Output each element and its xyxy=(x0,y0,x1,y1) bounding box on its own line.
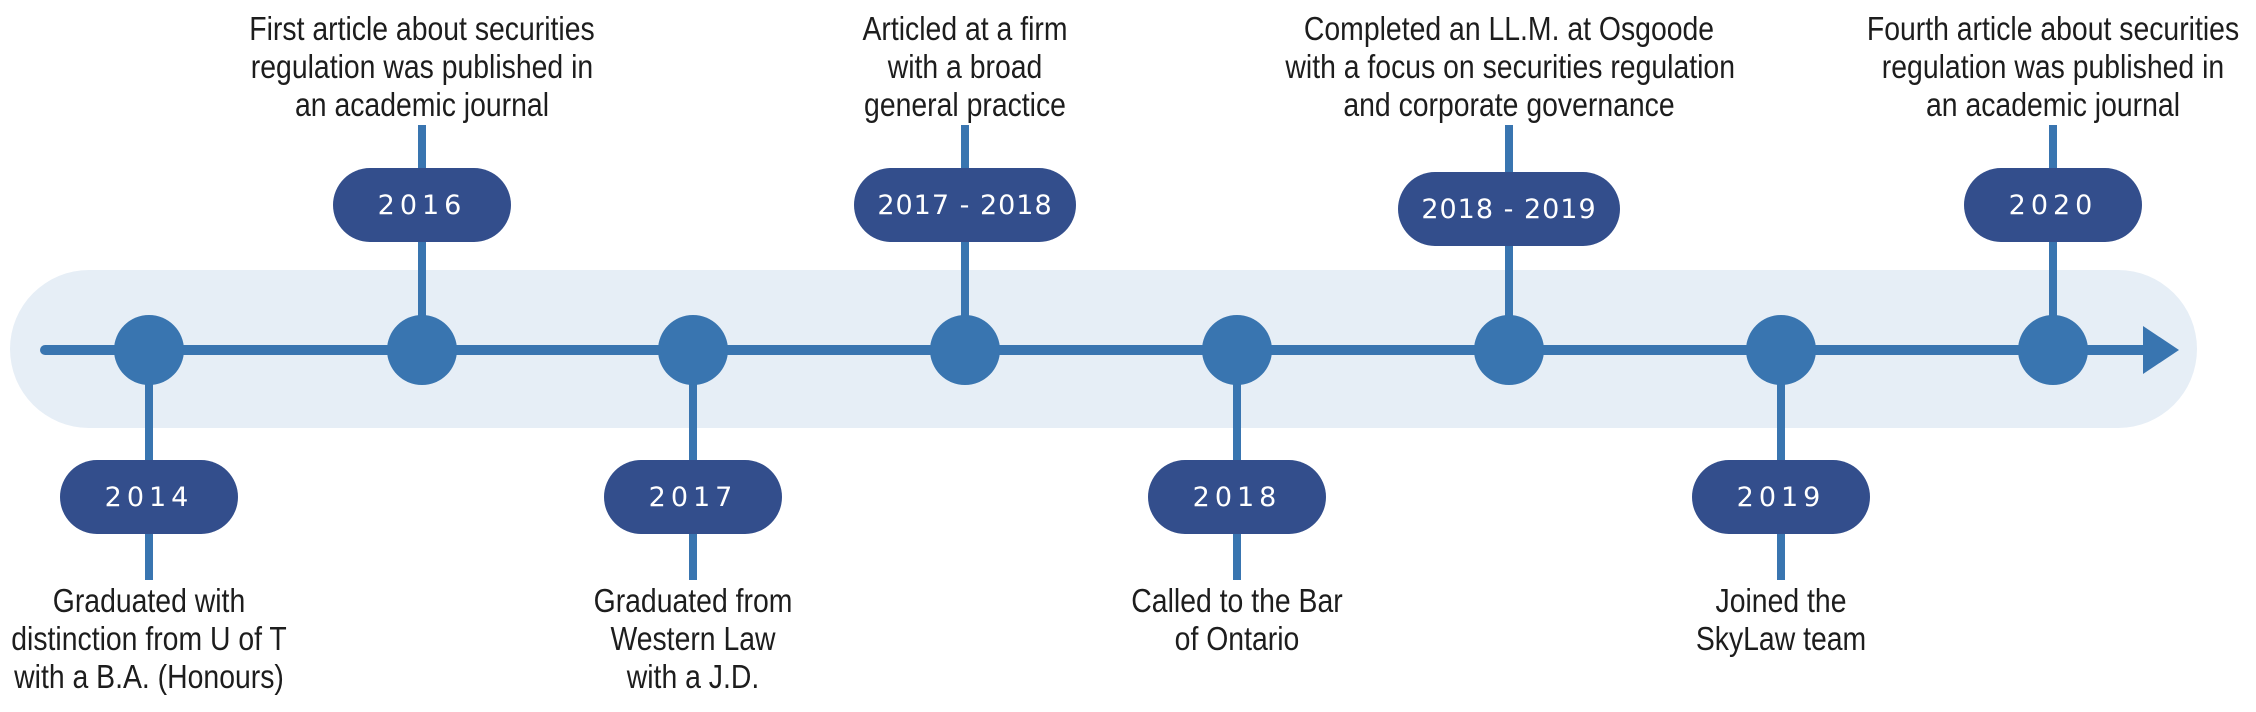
event-description-line: an academic journal xyxy=(1926,86,2180,123)
event-description-line: Fourth article about securities xyxy=(1866,10,2240,47)
timeline-node xyxy=(1202,315,1272,385)
event-description-line: an academic journal xyxy=(295,86,549,123)
date-pill: 2018 - 2019 xyxy=(1398,172,1620,246)
event-description-line: First article about securities xyxy=(249,10,595,47)
timeline-node xyxy=(658,315,728,385)
event-description-line: regulation was published in xyxy=(1881,48,2225,85)
arrow-right-icon xyxy=(2143,326,2179,374)
timeline-node xyxy=(930,315,1000,385)
event-description-line: Completed an LL.M. at Osgoode xyxy=(1303,10,1715,47)
date-pill: 2016 xyxy=(333,168,511,242)
event-description-line: Graduated with xyxy=(52,582,246,619)
timeline-axis xyxy=(40,345,2150,355)
event-description-line: Called to the Bar xyxy=(1131,582,1343,619)
event-description-line: Articled at a firm xyxy=(862,10,1068,47)
event-description-line: with a J.D. xyxy=(626,658,760,695)
event-description-line: with a broad xyxy=(887,48,1043,85)
timeline-node xyxy=(1474,315,1544,385)
timeline-node xyxy=(114,315,184,385)
event-description-line: SkyLaw team xyxy=(1695,620,1867,657)
event-description-line: and corporate governance xyxy=(1343,86,1675,123)
event-description-line: Joined the xyxy=(1715,582,1847,619)
event-description-line: regulation was published in xyxy=(250,48,594,85)
date-pill: 2019 xyxy=(1692,460,1870,534)
event-description-line: with a B.A. (Honours) xyxy=(14,658,284,695)
event-description-line: with a focus on securities regulation xyxy=(1285,48,1735,85)
event-description-line: distinction from U of T xyxy=(11,620,287,657)
date-pill: 2017 xyxy=(604,460,782,534)
event-description-line: general practice xyxy=(864,86,1066,123)
date-pill: 2018 xyxy=(1148,460,1326,534)
event-description-line: of Ontario xyxy=(1174,620,1300,657)
timeline-node xyxy=(387,315,457,385)
timeline-node xyxy=(1746,315,1816,385)
event-description-line: Graduated from xyxy=(593,582,793,619)
date-pill: 2014 xyxy=(60,460,238,534)
timeline-node xyxy=(2018,315,2088,385)
event-description-line: Western Law xyxy=(610,620,776,657)
date-pill: 2017 - 2018 xyxy=(854,168,1076,242)
date-pill: 2020 xyxy=(1964,168,2142,242)
